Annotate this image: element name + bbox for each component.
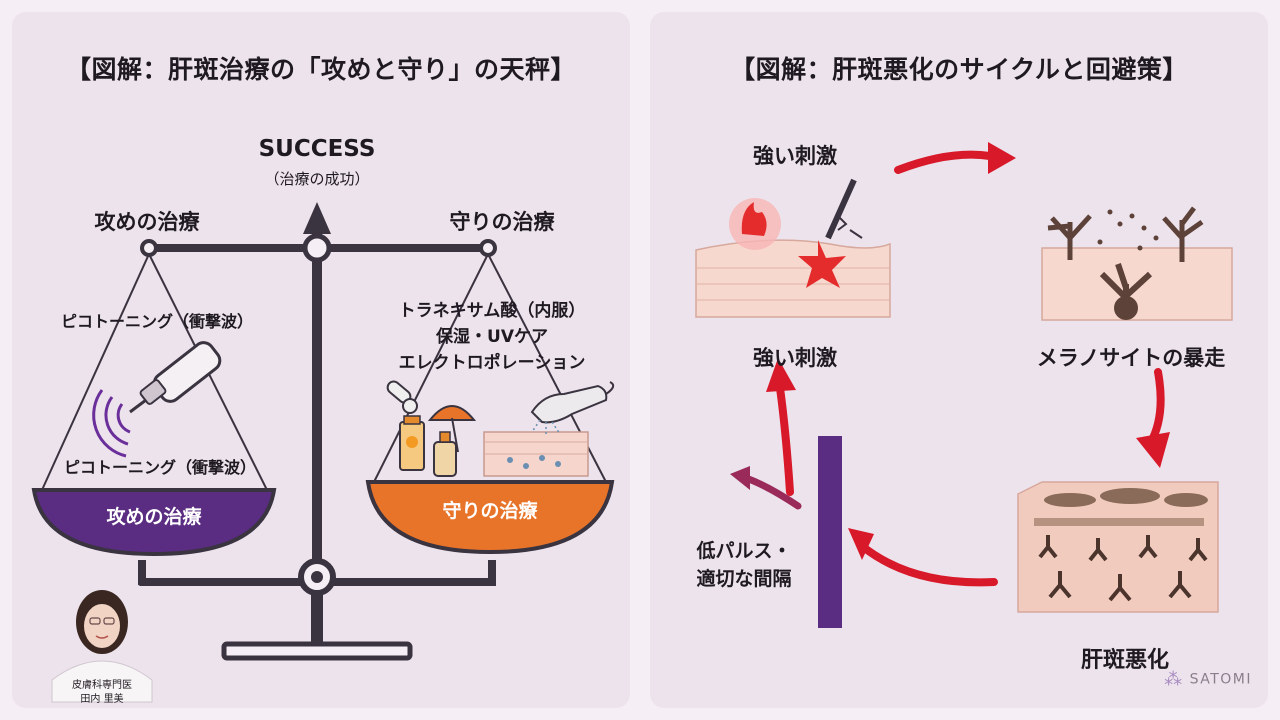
lotion-bottle-icon [433, 431, 457, 477]
cycle-panel: 【図解：肝斑悪化のサイクルと回避策】 [650, 12, 1268, 708]
cycle-arrowhead [988, 142, 1016, 174]
pivot [302, 233, 332, 263]
success-arrow-icon [303, 202, 331, 234]
umbrella-icon [427, 405, 477, 453]
attack-item-top: ピコトーニング（衝撃波） [60, 312, 253, 331]
defense-item-1: トラネキサム酸（内服） [398, 301, 586, 321]
brand-name: SATOMI [1189, 671, 1252, 688]
stimulus-label-top: 強い刺激 [753, 144, 837, 168]
cycle-arrowhead [766, 358, 796, 392]
right-string [373, 253, 489, 483]
defense-heading: 守りの治療 [449, 210, 555, 234]
pills-icon [386, 380, 418, 414]
skin-absorption-icon [483, 431, 589, 477]
melanocyte-label: メラノサイトの暴走 [1036, 346, 1226, 370]
defense-item-3: エレクトロポレーション [398, 353, 586, 373]
electroporation-device-icon [530, 381, 615, 436]
avoidance-barrier [818, 436, 842, 628]
stimulus-label-mid: 強い刺激 [753, 346, 837, 370]
sunscreen-icon [399, 415, 425, 471]
success-label: SUCCESS [258, 136, 376, 162]
melanocyte-icon [1041, 206, 1233, 321]
cycle-arrow-icon [776, 150, 1165, 587]
defense-pan [365, 480, 615, 555]
defense-item-2: 保湿・UVケア [436, 327, 548, 347]
avoidance-line-1: 低パルス・ [696, 540, 792, 562]
doctor-role: 皮膚科専門医 [72, 680, 132, 691]
balance-base [221, 641, 413, 661]
worsening-label: 肝斑悪化 [1080, 648, 1169, 673]
attack-item-bottom: ピコトーニング（衝撃波） [63, 458, 256, 477]
success-sublabel: （治療の成功） [264, 170, 370, 188]
attack-pan [31, 488, 277, 557]
brand-watermark: ⁂ SATOMI [1164, 669, 1252, 690]
balance-title: 【図解：肝斑治療の「攻めと守り」の天秤】 [65, 55, 576, 84]
avoidance-line-2: 適切な間隔 [696, 568, 792, 590]
doctor-name: 田内 里美 [80, 694, 124, 705]
balance-illustration [30, 202, 615, 708]
attack-pan-label: 攻めの治療 [106, 506, 202, 528]
doctor-avatar [30, 575, 174, 708]
balance-panel: 【図解：肝斑治療の「攻めと守り」の天秤】 [12, 12, 630, 708]
laser-device-icon [129, 341, 222, 414]
cycle-arrowhead [848, 528, 874, 560]
skin-stimulus-icon [695, 178, 891, 318]
cycle-title: 【図解：肝斑悪化のサイクルと回避策】 [730, 55, 1188, 84]
attack-heading: 攻めの治療 [94, 210, 200, 234]
brand-logo-icon: ⁂ [1164, 669, 1184, 690]
right-hook [479, 239, 497, 257]
cycle-arrowhead [1136, 432, 1170, 468]
cycle-illustration [695, 142, 1233, 628]
worsening-skin-icon [1017, 481, 1219, 613]
shockwave-icon [92, 389, 131, 458]
left-hook [140, 239, 158, 257]
left-string [41, 253, 150, 491]
defense-pan-label: 守りの治療 [442, 500, 538, 522]
